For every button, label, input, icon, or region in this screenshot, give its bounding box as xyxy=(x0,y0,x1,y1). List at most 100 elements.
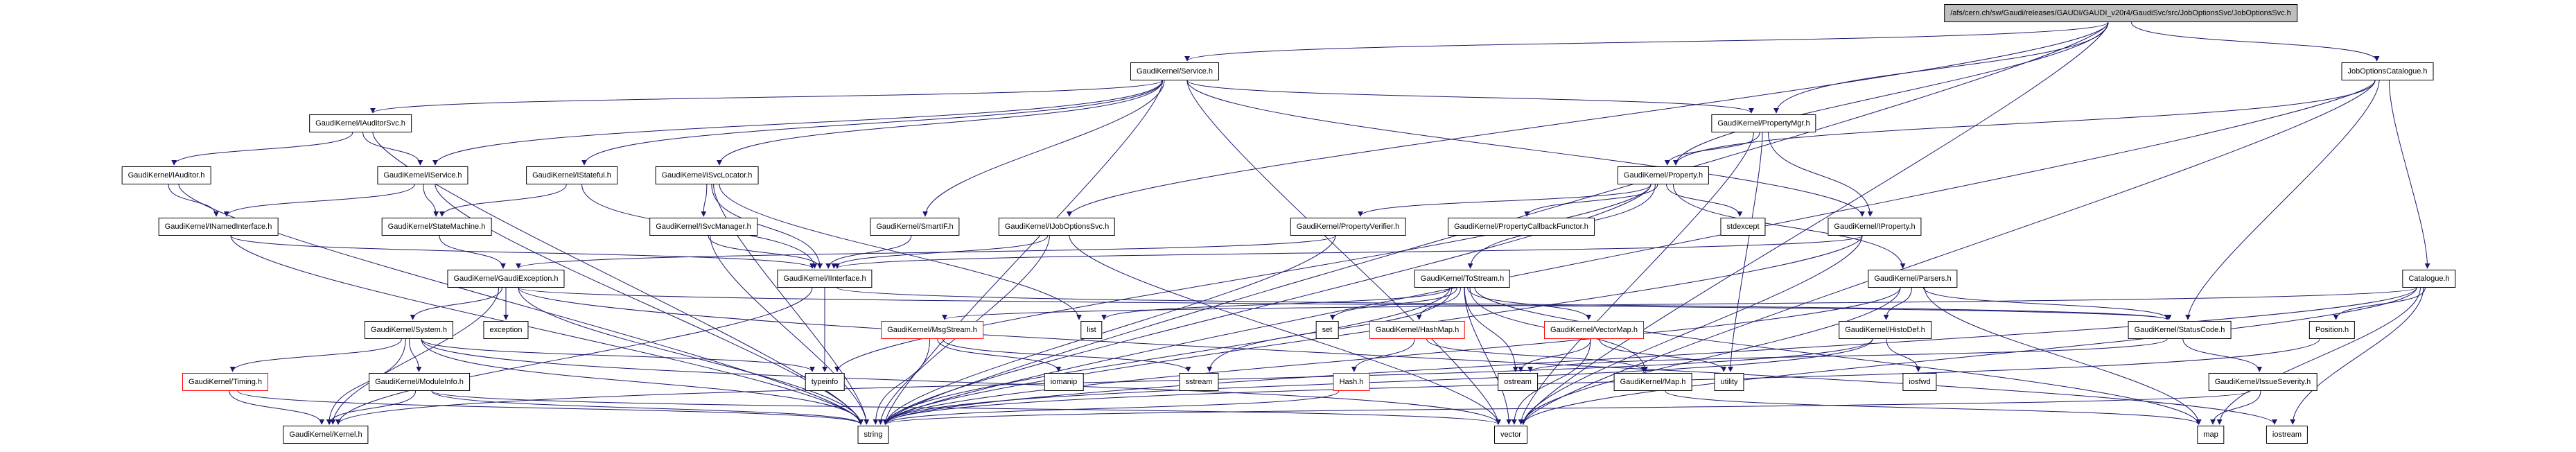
include-edge-propertyverifier-to-gaudiexception xyxy=(516,235,1336,269)
graph-node-system[interactable]: GaudiKernel/System.h xyxy=(364,321,454,339)
graph-node-set[interactable]: set xyxy=(1315,321,1339,339)
graph-node-inamedinterface[interactable]: GaudiKernel/INamedInterface.h xyxy=(158,218,279,236)
graph-node-propertycallbackfunctor[interactable]: GaudiKernel/PropertyCallbackFunctor.h xyxy=(1448,218,1595,236)
graph-node-map-h[interactable]: GaudiKernel/Map.h xyxy=(1613,373,1692,391)
graph-node-joboptionscatalogue[interactable]: JobOptionsCatalogue.h xyxy=(2341,62,2434,80)
include-edge-map-h-to-map xyxy=(1665,390,2201,425)
include-edge-gaudiexception-to-string xyxy=(518,287,864,425)
graph-node-position[interactable]: Position.h xyxy=(2308,321,2356,339)
graph-node-iauditor[interactable]: GaudiKernel/IAuditor.h xyxy=(121,166,211,184)
graph-node-msgstream[interactable]: GaudiKernel/MsgStream.h xyxy=(881,321,983,339)
include-edge-inamedinterface-to-iinterface xyxy=(230,235,815,269)
include-edge-system-to-string xyxy=(421,338,864,425)
graph-node-gaudiexception[interactable]: GaudiKernel/GaudiException.h xyxy=(447,270,565,288)
include-edge-moduleinfo-to-vector xyxy=(431,390,1501,425)
graph-node-exception[interactable]: exception xyxy=(483,321,529,339)
graph-node-statemachine[interactable]: GaudiKernel/StateMachine.h xyxy=(381,218,492,236)
graph-node-kernel[interactable]: GaudiKernel/Kernel.h xyxy=(283,426,369,444)
graph-node-ostream[interactable]: ostream xyxy=(1498,373,1538,391)
graph-node-hashmap[interactable]: GaudiKernel/HashMap.h xyxy=(1369,321,1466,339)
graph-node-moduleinfo[interactable]: GaudiKernel/ModuleInfo.h xyxy=(369,373,470,391)
include-edge-isvclocator-to-iinterface xyxy=(711,184,823,269)
include-edge-parsers-to-statuscode xyxy=(1922,287,2172,320)
graph-node-catalogue[interactable]: Catalogue.h xyxy=(2402,270,2456,288)
include-edge-hashmap-to-hash xyxy=(1351,338,1415,372)
include-edge-catalogue-to-string xyxy=(883,287,2417,425)
graph-node-istateful[interactable]: GaudiKernel/IStateful.h xyxy=(526,166,617,184)
graph-node-vector[interactable]: vector xyxy=(1494,426,1527,444)
graph-node-root: /afs/cern.ch/sw/Gaudi/releases/GAUDI/GAU… xyxy=(1944,4,2297,22)
include-edge-catalogue-to-map xyxy=(2216,287,2421,425)
graph-node-iosfwd[interactable]: iosfwd xyxy=(1902,373,1937,391)
include-edge-system-to-kernel xyxy=(326,338,406,425)
include-edge-iauditor-to-string xyxy=(178,184,864,425)
include-edge-service-to-iauditorsvc xyxy=(370,80,1163,114)
graph-node-isvclocator[interactable]: GaudiKernel/ISvcLocator.h xyxy=(655,166,759,184)
include-edge-ijoboptionssvc-to-vector xyxy=(1069,235,1501,425)
include-edge-msgstream-to-iomanip xyxy=(937,338,1062,372)
graph-node-iproperty[interactable]: GaudiKernel/IProperty.h xyxy=(1828,218,1922,236)
include-edge-iinterface-to-kernel xyxy=(335,287,813,425)
include-edge-root-to-joboptionscatalogue xyxy=(2130,21,2380,62)
include-edge-hash-to-string xyxy=(883,390,1340,425)
graph-node-timing[interactable]: GaudiKernel/Timing.h xyxy=(182,373,268,391)
graph-node-iauditorsvc[interactable]: GaudiKernel/IAuditorSvc.h xyxy=(309,114,412,132)
include-edge-root-to-vector xyxy=(1521,21,2109,425)
include-edge-inamedinterface-to-string xyxy=(230,235,864,425)
graph-node-statuscode[interactable]: GaudiKernel/StatusCode.h xyxy=(2128,321,2232,339)
include-edge-gaudiexception-to-kernel xyxy=(330,287,500,425)
include-edge-root-to-property xyxy=(1673,21,2109,166)
include-edge-vectormap-to-ostream xyxy=(1518,338,1592,372)
graph-node-utility[interactable]: utility xyxy=(1714,373,1744,391)
graph-node-service[interactable]: GaudiKernel/Service.h xyxy=(1130,62,1220,80)
graph-node-typeinfo[interactable]: typeinfo xyxy=(805,373,845,391)
include-edge-service-to-propertymgr xyxy=(1186,80,1754,114)
include-edge-parsers-to-histodef xyxy=(1883,287,1912,320)
include-edge-statemachine-to-gaudiexception xyxy=(439,235,506,269)
graph-node-smartif[interactable]: GaudiKernel/SmartIF.h xyxy=(870,218,960,236)
graph-node-property[interactable]: GaudiKernel/Property.h xyxy=(1617,166,1710,184)
include-edge-joboptionscatalogue-to-vector xyxy=(1521,80,2376,425)
graph-node-iomanip[interactable]: iomanip xyxy=(1044,373,1084,391)
include-edge-propertymgr-to-utility xyxy=(1728,132,1763,372)
graph-node-stdexcept[interactable]: stdexcept xyxy=(1720,218,1766,236)
graph-node-ijoboptionssvc[interactable]: GaudiKernel/IJobOptionsSvc.h xyxy=(998,218,1116,236)
graph-node-issueseverity[interactable]: GaudiKernel/IssueSeverity.h xyxy=(2208,373,2317,391)
graph-node-iservice[interactable]: GaudiKernel/IService.h xyxy=(377,166,468,184)
graph-node-propertymgr[interactable]: GaudiKernel/PropertyMgr.h xyxy=(1711,114,1816,132)
include-edge-service-to-istateful xyxy=(581,80,1163,166)
graph-node-iostream[interactable]: iostream xyxy=(2266,426,2308,444)
include-edge-isvcmanager-to-string xyxy=(710,235,870,425)
graph-node-iinterface[interactable]: GaudiKernel/IInterface.h xyxy=(777,270,873,288)
graph-node-histodef[interactable]: GaudiKernel/HistoDef.h xyxy=(1839,321,1931,339)
graph-node-vectormap[interactable]: GaudiKernel/VectorMap.h xyxy=(1544,321,1644,339)
include-edge-isvcmanager-to-iinterface xyxy=(708,235,823,269)
include-edge-parsers-to-map xyxy=(1924,287,2202,425)
include-edge-service-to-string xyxy=(882,80,1164,425)
include-edge-propertyverifier-to-string xyxy=(883,235,1336,425)
graph-node-map[interactable]: map xyxy=(2197,426,2225,444)
include-edge-msgstream-to-sstream xyxy=(942,338,1191,372)
include-edge-catalogue-to-position xyxy=(2333,287,2426,320)
include-edge-system-to-timing xyxy=(229,338,402,372)
graph-node-tostream[interactable]: GaudiKernel/ToStream.h xyxy=(1414,270,1511,288)
include-edge-histodef-to-iosfwd xyxy=(1886,338,1921,372)
include-edge-service-to-isvclocator xyxy=(717,80,1163,166)
include-edge-istateful-to-statemachine xyxy=(439,184,567,217)
graph-node-parsers[interactable]: GaudiKernel/Parsers.h xyxy=(1868,270,1958,288)
include-edge-tostream-to-string xyxy=(883,287,1451,425)
graph-node-propertyverifier[interactable]: GaudiKernel/PropertyVerifier.h xyxy=(1290,218,1406,236)
include-edge-tostream-to-list xyxy=(1101,287,1451,320)
graph-node-sstream[interactable]: sstream xyxy=(1179,373,1219,391)
graph-node-string[interactable]: string xyxy=(857,426,889,444)
graph-node-hash[interactable]: Hash.h xyxy=(1333,373,1370,391)
graph-node-list[interactable]: list xyxy=(1080,321,1103,339)
include-edge-joboptionscatalogue-to-string xyxy=(883,80,2376,425)
include-edge-property-to-stdexcept xyxy=(1666,184,1743,217)
include-edge-iservice-to-inamedinterface xyxy=(223,184,415,217)
include-edge-moduleinfo-to-kernel xyxy=(326,390,417,425)
graph-node-isvcmanager[interactable]: GaudiKernel/ISvcManager.h xyxy=(649,218,757,236)
include-edge-statuscode-to-ostream xyxy=(1527,338,2168,372)
